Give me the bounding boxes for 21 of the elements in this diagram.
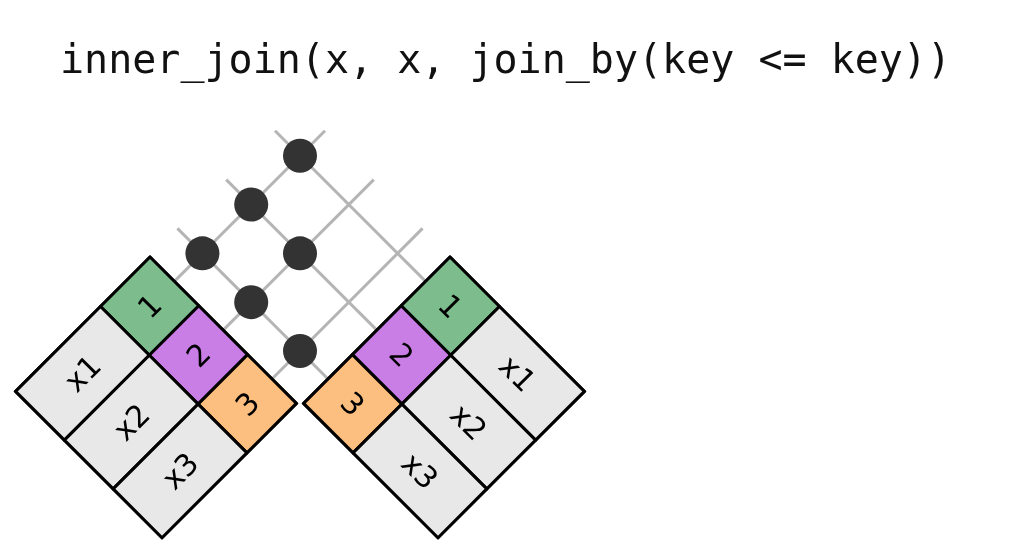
cell-label: x3 bbox=[154, 445, 206, 497]
cell-label: 2 bbox=[179, 335, 218, 375]
match-dot bbox=[185, 236, 220, 271]
cell-label: x1 bbox=[57, 347, 108, 399]
match-dot bbox=[234, 187, 269, 222]
cell-label: 3 bbox=[333, 384, 372, 423]
cell-label: x2 bbox=[105, 396, 157, 448]
match-dot bbox=[283, 236, 317, 271]
code-title: inner_join(x, x, join_by(key <= key)) bbox=[60, 36, 952, 82]
cell-label: 2 bbox=[382, 335, 421, 375]
cell-label: x2 bbox=[443, 396, 495, 448]
cell-label: 1 bbox=[431, 287, 470, 326]
match-dot bbox=[234, 285, 269, 320]
cell-label: x1 bbox=[492, 347, 543, 399]
table bbox=[301, 254, 587, 540]
table bbox=[13, 254, 299, 540]
match-dot bbox=[283, 333, 317, 368]
cell-label: x3 bbox=[394, 445, 446, 497]
match-dot bbox=[283, 138, 317, 173]
cell-label: 1 bbox=[130, 287, 169, 326]
cell-label: 3 bbox=[228, 384, 267, 423]
